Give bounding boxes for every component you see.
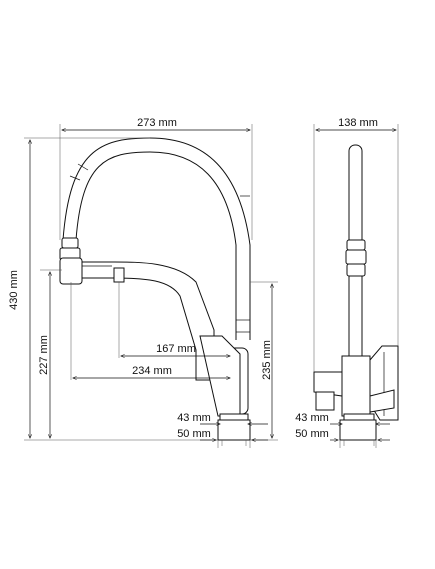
dim-base-outer-front: 50 mm [177,428,211,440]
dim-base-outer-side: 50 mm [295,428,329,440]
dim-base-inner-front: 43 mm [177,412,211,424]
dim-body-height: 235 mm [261,340,273,380]
dim-overall-height: 430 mm [8,270,20,310]
dim-reach-outer: 234 mm [132,365,172,377]
dim-reach-inner: 167 mm [156,343,196,355]
hose-ribs [69,163,250,197]
dimension-lines [30,130,396,440]
front-view-faucet [59,137,251,441]
side-view-faucet [313,144,399,441]
dim-side-width: 138 mm [338,117,378,129]
dim-base-inner-side: 43 mm [295,412,329,424]
dim-overall-width: 273 mm [137,117,177,129]
dim-spout-height: 227 mm [38,335,50,375]
